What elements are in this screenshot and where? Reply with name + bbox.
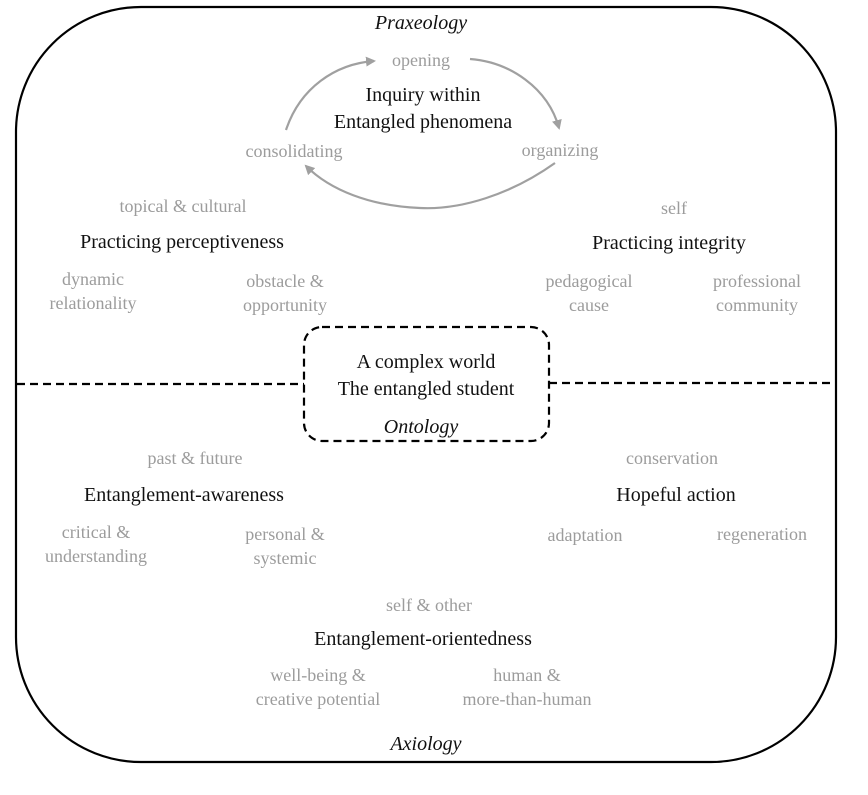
label-ontology: Ontology	[383, 416, 459, 438]
ontology-text: A complex world The entangled student	[338, 349, 515, 403]
orientedness-right-line-1: human &	[493, 665, 561, 685]
orientedness-left-line-2: creative potential	[255, 689, 381, 709]
hopeful-left-line-1: adaptation	[547, 525, 623, 545]
orientedness-title: Entanglement-orientedness	[314, 628, 532, 650]
hopeful-top: conservation	[626, 448, 718, 468]
cycle-center: Inquiry within Entangled phenomena	[334, 82, 512, 136]
awareness-right: personal & systemic	[245, 522, 324, 570]
cycle-step-organizing: organizing	[521, 140, 599, 160]
ontology-box	[302, 325, 551, 443]
integrity-left: pedagogical cause	[546, 269, 633, 317]
awareness-title: Entanglement-awareness	[84, 484, 284, 506]
awareness-right-line-1: personal &	[245, 524, 325, 544]
perceptiveness-top: topical & cultural	[119, 196, 247, 216]
arrow-consolidating-to-opening	[284, 56, 376, 131]
orientedness-left: well-being & creative potential	[256, 663, 380, 711]
cycle-step-opening: opening	[392, 50, 450, 70]
ontology-line-1: A complex world	[356, 351, 496, 373]
perceptiveness-left: dynamic relationality	[50, 267, 137, 315]
awareness-left: critical & understanding	[45, 520, 147, 568]
orientedness-right: human & more-than-human	[463, 663, 592, 711]
hopeful-title: Hopeful action	[616, 484, 736, 506]
arrow-opening-to-organizing	[469, 57, 562, 130]
awareness-left-line-1: critical &	[61, 522, 131, 542]
hopeful-right: regeneration	[717, 522, 807, 546]
integrity-title: Practicing integrity	[592, 232, 746, 254]
orientedness-left-line-1: well-being &	[270, 665, 366, 685]
perceptiveness-right: obstacle & opportunity	[243, 269, 327, 317]
arrow-organizing-to-consolidating	[304, 162, 556, 210]
label-axiology: Axiology	[390, 733, 462, 755]
awareness-top: past & future	[147, 448, 243, 468]
ontology-line-2: The entangled student	[337, 378, 515, 400]
label-praxeology: Praxeology	[374, 12, 468, 34]
perceptiveness-right-line-2: opportunity	[243, 295, 327, 315]
awareness-right-line-2: systemic	[253, 548, 317, 568]
hopeful-right-line-1: regeneration	[717, 524, 807, 544]
awareness-left-line-2: understanding	[45, 546, 147, 566]
integrity-right-line-1: professional	[713, 271, 801, 291]
outer-border	[14, 5, 838, 764]
cycle-step-consolidating: consolidating	[245, 141, 343, 161]
cycle-center-line-2: Entangled phenomena	[333, 111, 513, 133]
perceptiveness-right-line-1: obstacle &	[246, 271, 324, 291]
integrity-top: self	[661, 198, 687, 218]
orientedness-right-line-2: more-than-human	[462, 689, 592, 709]
cycle-center-line-1: Inquiry within	[365, 84, 481, 106]
perceptiveness-left-line-2: relationality	[49, 293, 137, 313]
integrity-left-line-1: pedagogical	[545, 271, 633, 291]
orientedness-top: self & other	[386, 595, 472, 615]
hopeful-left: adaptation	[548, 523, 623, 547]
perceptiveness-left-line-1: dynamic	[62, 269, 124, 289]
integrity-left-line-2: cause	[569, 295, 609, 315]
integrity-right: professional community	[713, 269, 801, 317]
perceptiveness-title: Practicing perceptiveness	[80, 231, 284, 253]
integrity-right-line-2: community	[715, 295, 798, 315]
